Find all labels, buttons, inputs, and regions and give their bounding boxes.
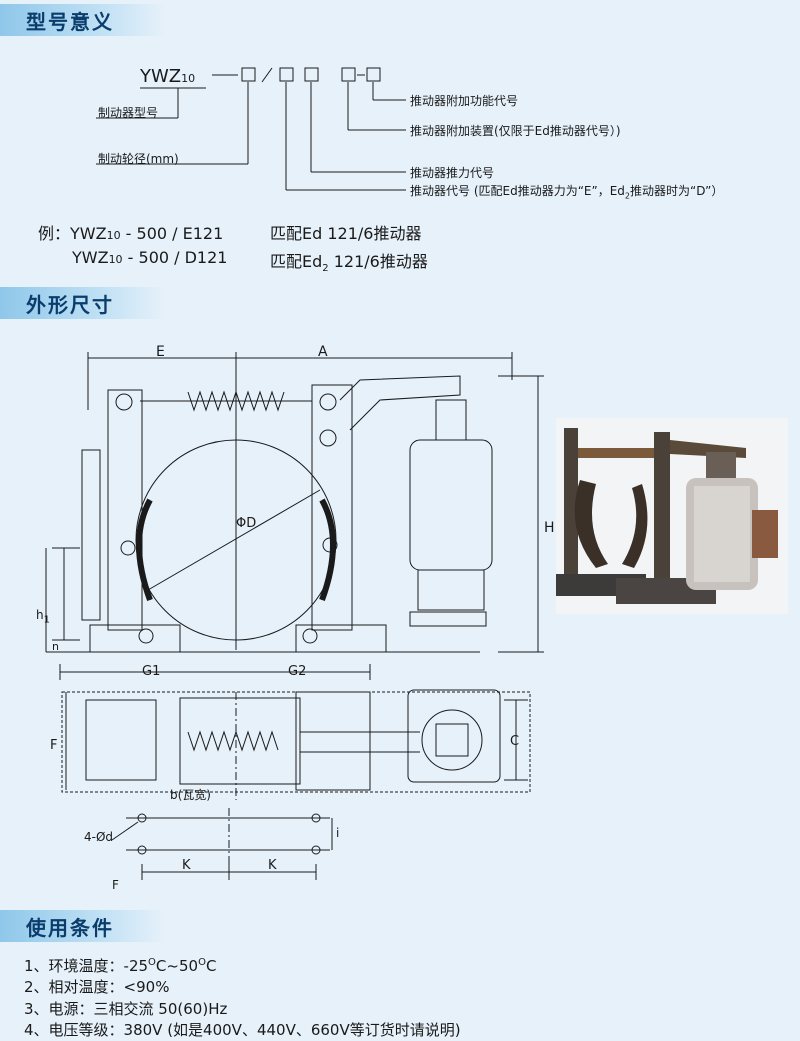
condition-1: 1、环境温度：-25OC~50OC (24, 955, 216, 976)
section-dimensions: 外形尺寸 (0, 287, 165, 319)
example-label: 例： (38, 224, 71, 243)
dim-A: A (318, 344, 328, 360)
dimension-drawing (45, 352, 544, 882)
example-line-2: YWZ10 - 500 / D121 (72, 248, 227, 267)
dim-hole: 4-Ød (84, 830, 114, 844)
section-conditions: 使用条件 (0, 910, 165, 942)
example2-sub: 10 (108, 253, 123, 266)
dim-D: ΦD (236, 516, 257, 531)
model-code-diagram (96, 67, 406, 191)
example-line-1: 例：YWZ10 - 500 / E121 (38, 220, 223, 244)
dim-n: n (52, 640, 59, 653)
legend-function-code: 推动器附加功能代号 (410, 94, 519, 108)
product-photo (556, 418, 788, 614)
cond1-prefix: 1、环境温度：-25 (24, 957, 149, 975)
cond1-sup1: O (148, 957, 156, 968)
dim-h1-sub: 1 (43, 614, 50, 626)
condition-4: 4、电压等级：380V (如是400V、440V、660V等订货时请说明) (24, 1021, 461, 1039)
dim-i: i (336, 826, 340, 840)
dim-G2: G2 (288, 664, 307, 679)
model-prefix-text: YWZ (140, 66, 182, 87)
example1-sub: 10 (106, 229, 121, 242)
legend-attachment: 推动器附加装置(仅限于Ed推动器代号）) (410, 124, 621, 138)
dim-h1: h1 (36, 608, 50, 625)
dim-K2: K (268, 858, 277, 873)
section-model-meaning: 型号意义 (0, 4, 165, 36)
example2-match-a: 匹配Ed (270, 252, 323, 271)
condition-2: 2、相对温度：<90% (24, 978, 170, 996)
dim-K1: K (182, 858, 191, 873)
legend-actuator-b: 推动器时为“D”） (630, 184, 724, 198)
legend-wheel-diameter: 制动轮径(mm) (98, 152, 179, 166)
model-prefix-sub: 10 (181, 72, 196, 85)
legend-actuator-code: 推动器代号 (匹配Ed推动器力为“E”，Ed2推动器时为“D”） (410, 182, 723, 200)
legend-brake-model: 制动器型号 (98, 106, 159, 120)
example2-match-b: 121/6推动器 (328, 252, 428, 271)
example1-rest: - 500 / E121 (120, 224, 224, 243)
dim-H: H (544, 520, 555, 536)
example1-match: 匹配Ed 121/6推动器 (270, 224, 422, 243)
legend-actuator-sub: 2 (624, 191, 631, 201)
legend-thrust-code: 推动器推力代号 (410, 166, 495, 180)
example1-model: YWZ (70, 224, 107, 243)
dim-G1: G1 (142, 664, 161, 679)
cond1-mid: C~50 (155, 957, 199, 975)
example2-match-sub: 2 (322, 263, 329, 275)
example2-model: YWZ (72, 248, 109, 267)
dim-b: b(瓦宽) (170, 788, 211, 802)
dim-F2: F (112, 878, 119, 892)
dim-F: F (50, 738, 58, 753)
model-prefix: YWZ10 (140, 66, 195, 87)
cond1-suffix: C (205, 957, 217, 975)
condition-3: 3、电源：三相交流 50(60)Hz (24, 1000, 228, 1018)
legend-actuator-a: 推动器代号 (匹配Ed推动器力为“E”，Ed (410, 184, 625, 198)
cond1-sup2: O (198, 957, 206, 968)
example2-match: 匹配Ed2 121/6推动器 (270, 248, 428, 274)
example2-rest: - 500 / D121 (122, 248, 228, 267)
dim-h1-text: h (36, 608, 44, 622)
dim-C: C (510, 734, 520, 749)
dim-E: E (156, 344, 165, 360)
